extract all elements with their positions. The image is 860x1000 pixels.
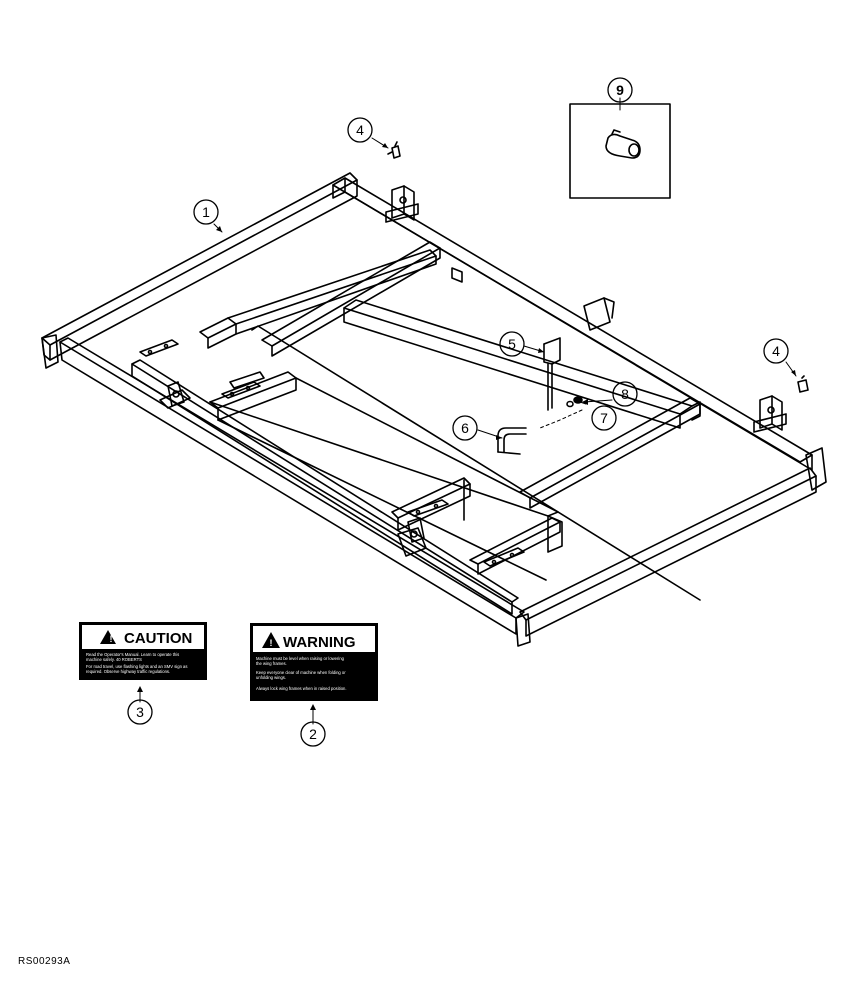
callout-7: 7 bbox=[591, 405, 617, 431]
warning-title: WARNING bbox=[283, 634, 356, 651]
svg-text:5: 5 bbox=[508, 336, 516, 352]
svg-text:2: 2 bbox=[309, 726, 317, 742]
svg-text:!: ! bbox=[110, 634, 113, 644]
svg-text:4: 4 bbox=[772, 343, 780, 359]
callout-8: 8 bbox=[612, 381, 638, 407]
svg-text:machine safely. 40 ROBERTS: machine safely. 40 ROBERTS bbox=[86, 657, 142, 662]
caution-title: CAUTION bbox=[124, 630, 192, 647]
svg-text:4: 4 bbox=[356, 122, 364, 138]
grease-fitting-left bbox=[387, 141, 401, 159]
svg-text:Read the Operator's Manual. Le: Read the Operator's Manual. Learn to ope… bbox=[86, 652, 179, 657]
caution-warning-icon bbox=[100, 630, 116, 644]
manual-holder bbox=[543, 337, 561, 411]
callout-5: 5 bbox=[499, 331, 525, 357]
svg-text:8: 8 bbox=[621, 386, 629, 402]
inset-box bbox=[569, 103, 671, 199]
svg-text:9: 9 bbox=[616, 82, 624, 98]
cross-members bbox=[199, 241, 701, 581]
figure-code: RS00293A bbox=[18, 956, 71, 967]
callout-3: 3 bbox=[127, 699, 153, 725]
svg-text:7: 7 bbox=[600, 410, 608, 426]
svg-text:Always lock wing frames when i: Always lock wing frames when in raised p… bbox=[256, 686, 347, 691]
callout-2: 2 bbox=[300, 721, 326, 747]
callout-4-right: 4 bbox=[763, 338, 789, 364]
main-frame bbox=[41, 172, 827, 647]
svg-text:unfolding wings.: unfolding wings. bbox=[256, 675, 286, 680]
callout-4-left: 4 bbox=[347, 117, 373, 143]
svg-text:For road travel, use flashing: For road travel, use flashing lights and… bbox=[86, 664, 187, 669]
callout-6: 6 bbox=[452, 415, 478, 441]
u-bolt bbox=[497, 427, 527, 455]
svg-text:Machine must be level when rai: Machine must be level when raising or lo… bbox=[256, 656, 345, 661]
svg-text:!: ! bbox=[270, 638, 273, 648]
callout-1-label: 1 bbox=[202, 204, 210, 220]
callout-9: 9 bbox=[607, 77, 633, 103]
svg-text:required. Observe highway traf: required. Observe highway traffic regula… bbox=[86, 669, 170, 674]
arrow-heads bbox=[137, 143, 796, 710]
svg-text:the wing frames.: the wing frames. bbox=[256, 661, 287, 666]
svg-text:Keep everyone clear of machine: Keep everyone clear of machine when fold… bbox=[256, 670, 346, 675]
warning-triangle-icon bbox=[262, 632, 280, 648]
caution-decal: ! CAUTION Read the Operator's Manual. Le… bbox=[79, 622, 207, 680]
svg-text:3: 3 bbox=[136, 704, 144, 720]
grease-fitting-right bbox=[797, 375, 809, 393]
svg-text:6: 6 bbox=[461, 420, 469, 436]
warning-decal: ! WARNING Machine must be level when rai… bbox=[250, 623, 378, 701]
mounting-brackets bbox=[139, 185, 787, 567]
callout-1: 1 bbox=[193, 199, 219, 225]
